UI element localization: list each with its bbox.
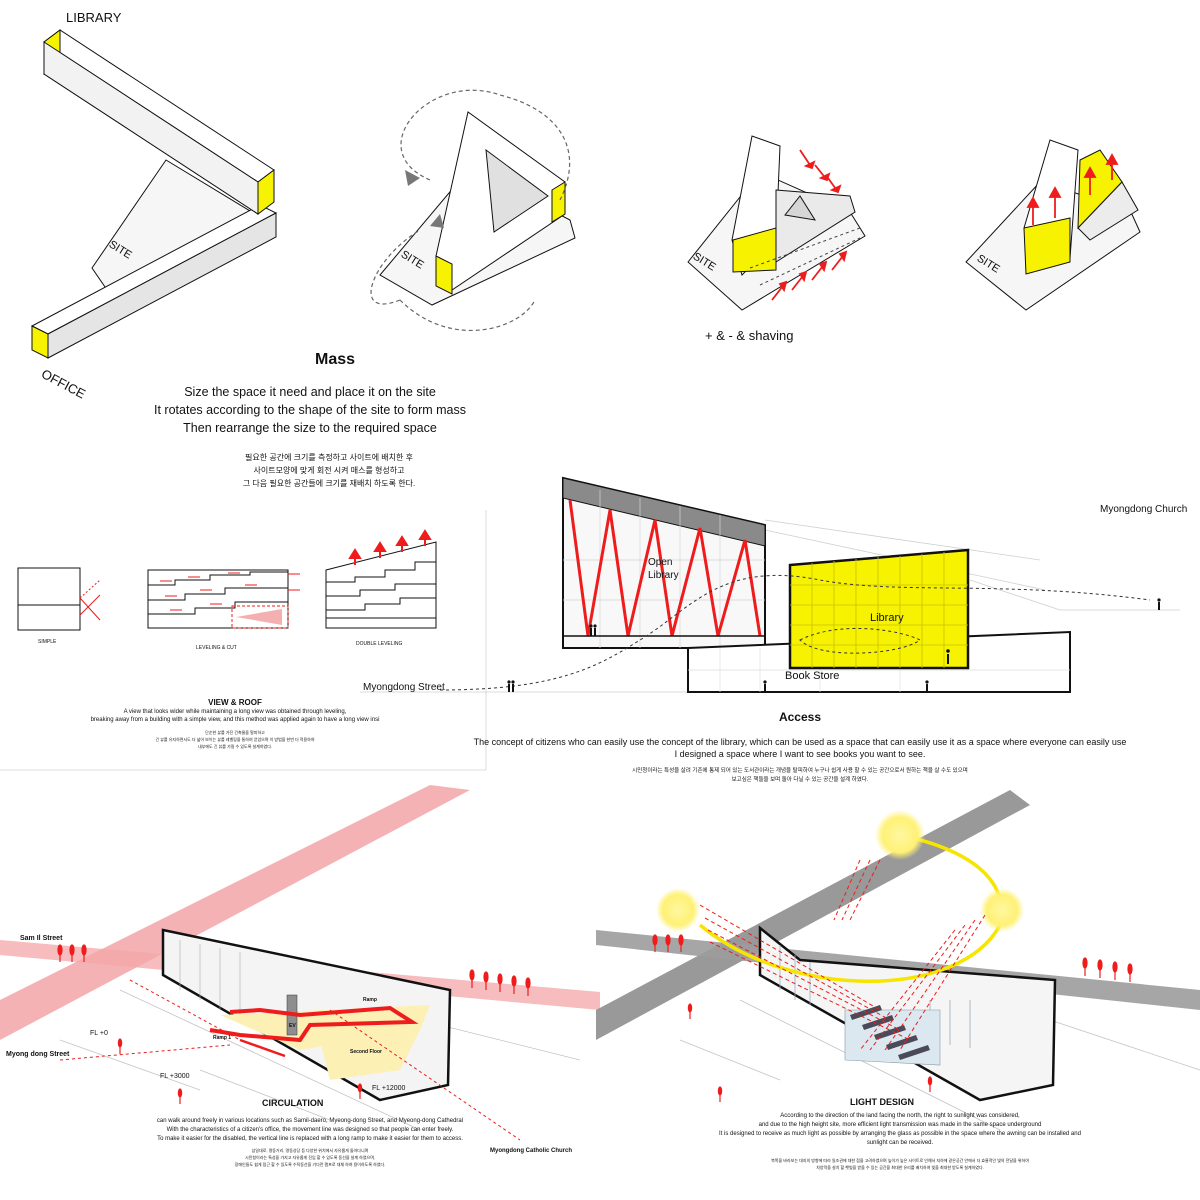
bookstore-label: Book Store bbox=[785, 670, 840, 682]
leveling-arrows bbox=[160, 572, 300, 611]
mass-ko-line: 사이트모양에 맞게 회전 시켜 매스를 형성하고 bbox=[253, 466, 405, 475]
circulation-en-line: To make it easier for the disabled, the … bbox=[157, 1136, 463, 1142]
double-leveling-arrows bbox=[348, 529, 432, 565]
circulation-ko-line: 시민청이라는 특성을 가지고 자유롭게 진입 할 수 있도록 동선을 설계 하였… bbox=[245, 1155, 375, 1160]
light-en-line: sunlight can be received. bbox=[866, 1140, 934, 1146]
ramp-label: Ramp bbox=[363, 997, 377, 1003]
tree-markers bbox=[57, 944, 531, 1104]
leveling-cut-section bbox=[147, 569, 289, 629]
mass-step-2 bbox=[370, 89, 576, 332]
mass-en-line: Size the space it need and place it on t… bbox=[184, 385, 436, 399]
light-en-line: It is designed to receive as much light … bbox=[719, 1131, 1081, 1137]
mass-description: Size the space it need and place it on t… bbox=[0, 383, 620, 437]
mass-ko-line: 그 다음 필요한 공간들에 크기를 재배치 하도록 한다. bbox=[242, 479, 416, 488]
view-label-double-leveling: DOUBLE LEVELING bbox=[356, 641, 403, 647]
mass-en-line: It rotates according to the shape of the… bbox=[154, 403, 466, 417]
myong-dong-street-label: Myong dong Street bbox=[6, 1051, 70, 1058]
view-roof-ko-line: 단순한 뷰를 가진 건축물을 탈피하고 bbox=[205, 730, 265, 735]
circulation-description-ko: 삼일대로, 명동거리, 명동성당 등 다양한 위치에서 자유롭게 돌아다니며 시… bbox=[100, 1147, 520, 1168]
access-en-line: The concept of citizens who can easily u… bbox=[473, 737, 1127, 747]
library-block-label: Library bbox=[870, 612, 904, 624]
access-description: The concept of citizens who can easily u… bbox=[440, 736, 1160, 760]
access-ko-line: 보고싶은 책들을 보며 돌아 다닐 수 있는 공간을 설계 하였다. bbox=[731, 777, 869, 783]
simple-section bbox=[17, 567, 101, 631]
light-design-title: LIGHT DESIGN bbox=[850, 1097, 915, 1107]
ramp1-label: Ramp 1 bbox=[213, 1035, 232, 1041]
fl3000-label: FL +3000 bbox=[160, 1073, 190, 1080]
street-label: Myongdong Street bbox=[363, 682, 445, 693]
circulation-description: can walk around freely in various locati… bbox=[100, 1117, 520, 1144]
library-label: LIBRARY bbox=[66, 10, 122, 25]
light-design-description: According to the direction of the land f… bbox=[690, 1112, 1110, 1148]
view-roof-description-ko: 단순한 뷰를 가진 건축물을 탈피하고 긴 뷰를 유지하면서도 더 넓어 보이는… bbox=[0, 729, 470, 750]
circulation-ko-line: 장애인들도 쉽게 접근 할 수 있도록 수직동선을 기다란 램프로 대체 하여 … bbox=[234, 1162, 386, 1167]
ev-label: EV bbox=[289, 1023, 296, 1029]
access-title: Access bbox=[778, 710, 822, 724]
church-label: Myongdong Church bbox=[1100, 504, 1188, 515]
light-en-line: and due to the high height site, more ef… bbox=[758, 1122, 1042, 1128]
access-description-ko: 시민청이라는 특성을 살려 기존에 통제 되어 있는 도서관이라는 개념을 탈피… bbox=[440, 767, 1160, 785]
mass-step-4 bbox=[965, 139, 1141, 311]
light-ko-line: 북쪽을 바라보는 대지의 방향에 따라 일조권에 대한 점을 고려하였으며 높이… bbox=[771, 1158, 1029, 1163]
fl12000-label: FL +12000 bbox=[372, 1085, 406, 1092]
circulation-en-line: can walk around freely in various locati… bbox=[156, 1118, 464, 1124]
view-label-simple: SIMPLE bbox=[38, 639, 57, 645]
mass-step-1 bbox=[30, 29, 278, 359]
access-background-lines bbox=[360, 519, 1180, 693]
library-block bbox=[788, 548, 970, 670]
circulation-ko-line: 삼일대로, 명동거리, 명동성당 등 다양한 위치에서 자유롭게 돌아다니며 bbox=[251, 1148, 369, 1153]
view-roof-en-line: A view that looks wider while maintainin… bbox=[123, 709, 347, 715]
light-en-line: According to the direction of the land f… bbox=[780, 1113, 1020, 1119]
view-roof-ko-line: 긴 뷰를 유지하면서도 더 넓어 보이는 뷰를 레벨링을 통하여 얻었으며 이 … bbox=[155, 737, 315, 742]
shaving-arrows bbox=[771, 149, 848, 301]
sam-il-street-label: Sam Il Street bbox=[20, 935, 63, 942]
access-ko-line: 시민청이라는 특성을 살려 기존에 통제 되어 있는 도서관이라는 개념을 탈피… bbox=[632, 768, 968, 774]
mass-description-ko: 필요한 공간에 크기를 측정하고 사이트에 배치한 후 사이트모양에 맞게 회전… bbox=[0, 451, 658, 490]
open-library-block bbox=[562, 476, 766, 649]
access-en-line: I designed a space where I want to see b… bbox=[674, 749, 926, 759]
view-roof-ko-line: 내부에도 긴 뷰를 가질 수 있도록 설계하였다. bbox=[197, 744, 273, 749]
catholic-church-label: Myongdong Catholic Church bbox=[490, 1148, 572, 1154]
lift-arrows bbox=[1026, 153, 1119, 225]
mass-step-3 bbox=[687, 135, 866, 311]
double-leveling-section bbox=[325, 541, 437, 629]
second-floor-label: Second Floor bbox=[350, 1049, 382, 1055]
mass-title: Mass bbox=[314, 351, 356, 368]
light-rays bbox=[699, 859, 986, 1051]
circulation-title: CIRCULATION bbox=[262, 1098, 324, 1108]
open-library-label: Open Library bbox=[648, 556, 679, 582]
view-label-leveling-cut: LEVELING & CUT bbox=[196, 645, 237, 651]
tree-markers bbox=[652, 934, 1133, 1102]
fl0-label: FL +0 bbox=[90, 1030, 108, 1037]
people-figures bbox=[507, 598, 1161, 692]
open-library-line: Open bbox=[648, 557, 673, 568]
shaving-label: + & - & shaving bbox=[705, 328, 794, 343]
open-library-line: Library bbox=[648, 570, 679, 581]
access-path bbox=[439, 575, 1151, 691]
mass-ko-line: 필요한 공간에 크기를 측정하고 사이트에 배치한 후 bbox=[245, 453, 413, 462]
view-roof-en-line: breaking away from a building with a sim… bbox=[90, 717, 380, 723]
view-roof-description: A view that looks wider while maintainin… bbox=[0, 708, 470, 724]
mass-en-line: Then rearrange the size to the required … bbox=[183, 421, 437, 435]
light-design-description-ko: 북쪽을 바라보는 대지의 방향에 따라 일조권에 대한 점을 고려하였으며 높이… bbox=[690, 1157, 1110, 1171]
light-ko-line: 차양막을 설치 할 햇빛을 받을 수 있는 공간을 최대한 유리를 배치하여 빛… bbox=[816, 1165, 984, 1170]
circulation-en-line: With the characteristics of a citizen's … bbox=[166, 1127, 454, 1133]
view-roof-title: VIEW & ROOF bbox=[208, 698, 262, 707]
